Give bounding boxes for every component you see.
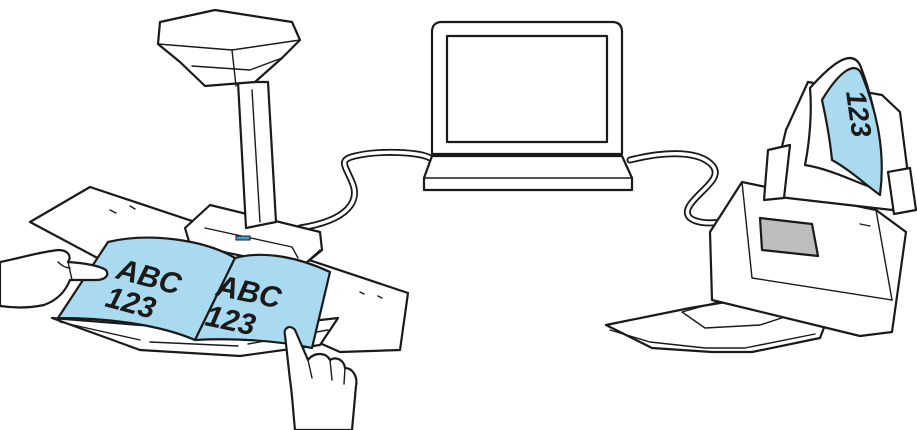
touch-screen [760,218,818,256]
led-indicator [236,236,250,240]
paper-sheet-text: 123 [840,89,877,140]
laptop-keyboard-base [424,156,632,190]
cable-icon [630,154,722,223]
scanner-neck [238,82,276,228]
laptop-screen [447,36,607,142]
cable-icon [300,152,430,228]
scanner-head [158,10,300,86]
sheetfed-scanner-icon: 123 [606,58,916,352]
laptop-icon [424,22,632,190]
